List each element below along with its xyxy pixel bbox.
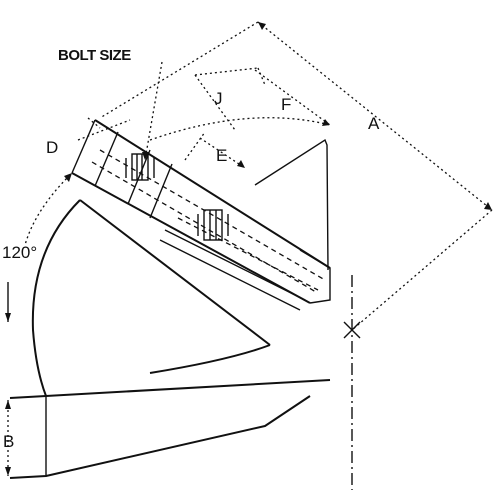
label-angle: 120° — [2, 243, 37, 262]
label-b: B — [3, 432, 14, 451]
bolt-upper — [125, 153, 155, 181]
label-e: E — [216, 146, 227, 165]
dimension-j — [194, 67, 266, 131]
label-a: A — [368, 114, 380, 133]
label-j: J — [214, 89, 223, 108]
label-f: F — [281, 95, 291, 114]
dimension-d — [77, 117, 131, 141]
elbow-body — [31, 199, 271, 397]
angle-arc — [5, 173, 72, 322]
upper-flange-assembly — [71, 119, 331, 346]
bolt-size-label: BOLT SIZE — [58, 47, 131, 64]
label-d: D — [46, 138, 58, 157]
dimension-e — [184, 131, 246, 169]
dimension-b — [5, 400, 11, 476]
centerline — [343, 275, 361, 490]
bolt-size-leader — [142, 61, 163, 161]
bolt-lower — [197, 209, 229, 241]
lower-pipe-segment — [9, 379, 331, 479]
dimension-a — [99, 21, 493, 331]
dimension-f — [149, 69, 331, 141]
